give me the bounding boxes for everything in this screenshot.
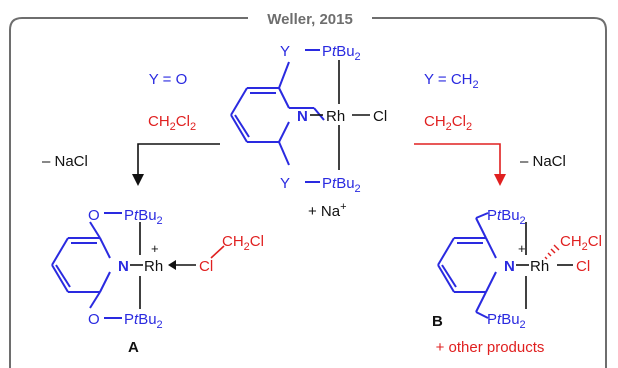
reactant-n: N — [297, 108, 308, 125]
product-b-cl: Cl — [576, 258, 590, 275]
product-a-charge: + — [151, 241, 159, 256]
right-arrow-head — [494, 174, 506, 186]
reactant-additive: + Na+ — [308, 201, 347, 220]
product-a-phosphine-top: PtBu2 — [124, 207, 163, 227]
product-a-phosphine-bottom: PtBu2 — [124, 311, 163, 331]
product-a-rh: Rh — [144, 258, 163, 275]
product-b-rh: Rh — [530, 258, 549, 275]
product-a-cl-donor: Cl — [199, 258, 213, 275]
left-conditions: Y = O CH2Cl2 – NaCl — [42, 71, 220, 186]
product-b-note: + other products — [436, 339, 545, 356]
right-conditions: Y = CH2 CH2Cl2 – NaCl — [414, 71, 566, 186]
left-byproduct: – NaCl — [42, 153, 88, 170]
product-a-n: N — [118, 258, 129, 275]
product-b-phosphine-top: PtBu2 — [487, 207, 526, 227]
right-byproduct: – NaCl — [520, 153, 566, 170]
reactant-y-top: Y — [280, 43, 290, 60]
product-a-o-top: O — [88, 207, 100, 224]
product-a-structure: O O PtBu2 PtBu2 N Rh + Cl CH2Cl A — [51, 207, 264, 356]
frame-title: Weller, 2015 — [267, 11, 353, 28]
product-b-label: B — [432, 313, 443, 330]
reactant-rh: Rh — [326, 108, 345, 125]
product-b-phosphine-bottom: PtBu2 — [487, 311, 526, 331]
product-b-structure: PtBu2 PtBu2 N Rh + CH2Cl Cl B + other pr… — [432, 207, 602, 356]
left-condition-solvent: CH2Cl2 — [148, 113, 196, 133]
product-a-o-bottom: O — [88, 311, 100, 328]
right-condition-y: Y = CH2 — [424, 71, 479, 91]
reactant-phosphine-top: PtBu2 — [322, 43, 361, 63]
left-condition-y: Y = O — [149, 71, 188, 88]
product-a-label: A — [128, 339, 139, 356]
reactant-phosphine-bottom: PtBu2 — [322, 175, 361, 195]
reactant-cl: Cl — [373, 108, 387, 125]
left-arrow-head — [132, 174, 144, 186]
product-b-charge: + — [518, 241, 526, 256]
reactant-structure: Y Y PtBu2 PtBu2 N Rh Cl + Na+ — [230, 43, 387, 220]
product-a-ch2cl: CH2Cl — [222, 233, 264, 253]
frame: Weller, 2015 — [9, 11, 607, 368]
product-b-hashed-bond — [544, 244, 560, 260]
product-b-ch2cl: CH2Cl — [560, 233, 602, 253]
reactant-y-bottom: Y — [280, 175, 290, 192]
product-b-n: N — [504, 258, 515, 275]
right-condition-solvent: CH2Cl2 — [424, 113, 472, 133]
